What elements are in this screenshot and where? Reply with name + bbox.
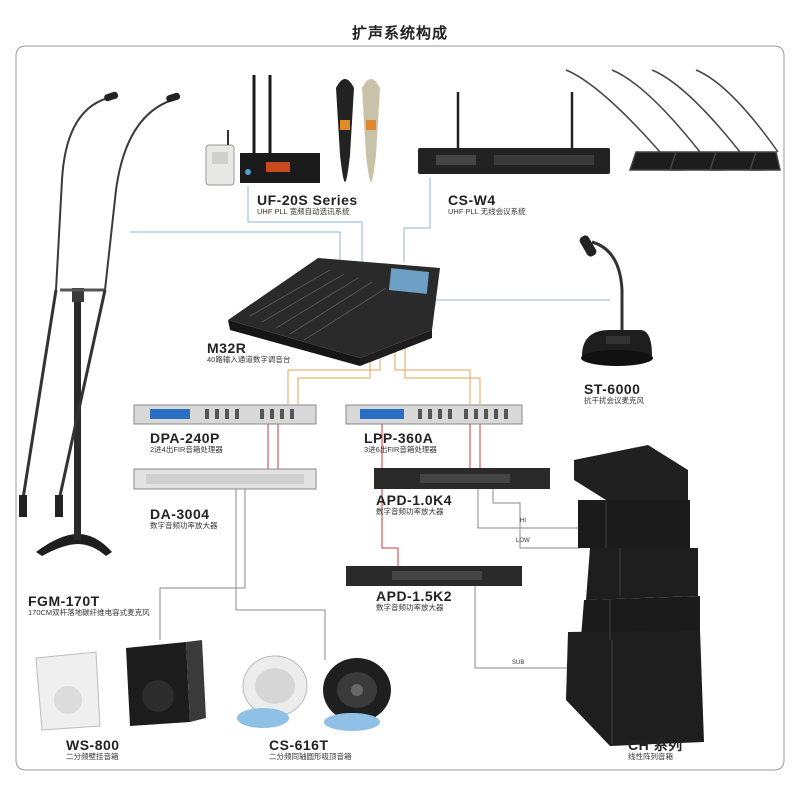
- da3004-label: DA-3004 数字音频功率放大器: [150, 506, 218, 531]
- cs-616t-ceiling-speakers: [237, 655, 391, 731]
- ws800-model: WS-800: [66, 737, 120, 753]
- fgm170t-label: FGM-170T 170CM双杆落地碳纤维电容式麦克风: [28, 593, 150, 618]
- apd15k2-model: APD-1.5K2: [376, 588, 453, 604]
- ch-desc: 线性阵列音箱: [628, 752, 673, 762]
- fgm-170t-mic-stand: [19, 91, 181, 556]
- low-label: LOW: [516, 538, 530, 544]
- uf20s-model: UF-20S Series: [257, 192, 358, 208]
- st6000-desc: 抗干扰会议麦克风: [584, 396, 644, 406]
- m32r-model: M32R: [207, 340, 247, 356]
- csw4-desc: UHF PLL 无线会议系统: [448, 207, 526, 217]
- line-low: [492, 489, 580, 549]
- cs-w4-conference-system: [418, 69, 781, 174]
- ch-line-array-speakers: [566, 445, 704, 746]
- line-da-to-ws800: [159, 489, 246, 640]
- st6000-model: ST-6000: [584, 381, 641, 397]
- ch-model: CH 系列: [628, 737, 683, 753]
- apd10k4-label: APD-1.0K4 数字音频功率放大器: [376, 492, 452, 517]
- st6000-label: ST-6000 抗干扰会议麦克风: [584, 381, 644, 406]
- line-fgm-to-mixer: [130, 231, 341, 265]
- line-hi: [477, 489, 580, 529]
- da-3004-amplifier: [133, 468, 317, 490]
- fgm170t-desc: 170CM双杆落地碳纤维电容式麦克风: [28, 608, 150, 618]
- apd-1-0k4-amplifier: [374, 468, 550, 489]
- line-mixer-to-dpa-b: [297, 354, 371, 404]
- dpa240p-model: DPA-240P: [150, 430, 220, 446]
- diagram-title: 扩声系统构成: [351, 25, 448, 42]
- lpp-360a-processor: [345, 404, 523, 425]
- da3004-model: DA-3004: [150, 506, 210, 522]
- csw4-label: CS-W4 UHF PLL 无线会议系统: [448, 192, 526, 217]
- ws-800-wall-speakers: [35, 640, 206, 731]
- line-mixer-to-lpp-a: [394, 350, 471, 404]
- ch-label: CH 系列 线性阵列音箱: [628, 737, 683, 762]
- cs616t-label: CS-616T 二分频同轴圆形吸顶音箱: [269, 737, 352, 762]
- csw4-model: CS-W4: [448, 192, 496, 208]
- cs616t-model: CS-616T: [269, 737, 329, 753]
- line-st6000-to-mixer: [429, 282, 610, 301]
- uf20s-desc: UHF PLL 宽频自动选讯系统: [257, 207, 350, 217]
- lpp360a-label: LPP-360A 3进6出FIR音箱处理器: [364, 430, 437, 455]
- line-uf20s-to-mixer: [247, 186, 363, 262]
- line-mixer-to-lpp-b: [404, 345, 481, 404]
- apd10k4-model: APD-1.0K4: [376, 492, 453, 508]
- da3004-desc: 数字音频功率放大器: [150, 521, 218, 531]
- st-6000-conference-mic: [579, 235, 653, 366]
- uf-20s-wireless-system: [205, 75, 380, 186]
- dpa240p-label: DPA-240P 2进4出FIR音箱处理器: [150, 430, 223, 455]
- ws800-label: WS-800 二分频壁挂音箱: [66, 737, 120, 762]
- m32r-digital-mixer: [228, 258, 440, 366]
- apd10k4-desc: 数字音频功率放大器: [376, 507, 444, 517]
- m32r-desc: 40路输入通道数字调音台: [207, 355, 291, 365]
- lpp360a-desc: 3进6出FIR音箱处理器: [364, 445, 437, 455]
- cs616t-desc: 二分频同轴圆形吸顶音箱: [269, 752, 352, 762]
- m32r-label: M32R 40路输入通道数字调音台: [207, 340, 290, 365]
- apd15k2-desc: 数字音频功率放大器: [376, 603, 444, 613]
- line-da-to-cs616t: [235, 489, 326, 660]
- hi-label: HI: [520, 518, 526, 524]
- lpp360a-model: LPP-360A: [364, 430, 434, 446]
- apd15k2-label: APD-1.5K2 数字音频功率放大器: [376, 588, 452, 613]
- dpa240p-desc: 2进4出FIR音箱处理器: [150, 445, 223, 455]
- apd-1-5k2-amplifier: [346, 566, 522, 586]
- dpa-240p-processor: [133, 404, 317, 425]
- line-mixer-to-dpa-a: [287, 354, 381, 404]
- diagram-frame: [15, 45, 785, 771]
- line-csw4-to-mixer: [403, 178, 431, 262]
- uf20s-label: UF-20S Series UHF PLL 宽频自动选讯系统: [257, 192, 358, 217]
- sub-label: SUB: [512, 660, 525, 666]
- ws800-desc: 二分频壁挂音箱: [66, 752, 119, 762]
- line-sub: [474, 586, 590, 669]
- fgm170t-model: FGM-170T: [28, 593, 100, 609]
